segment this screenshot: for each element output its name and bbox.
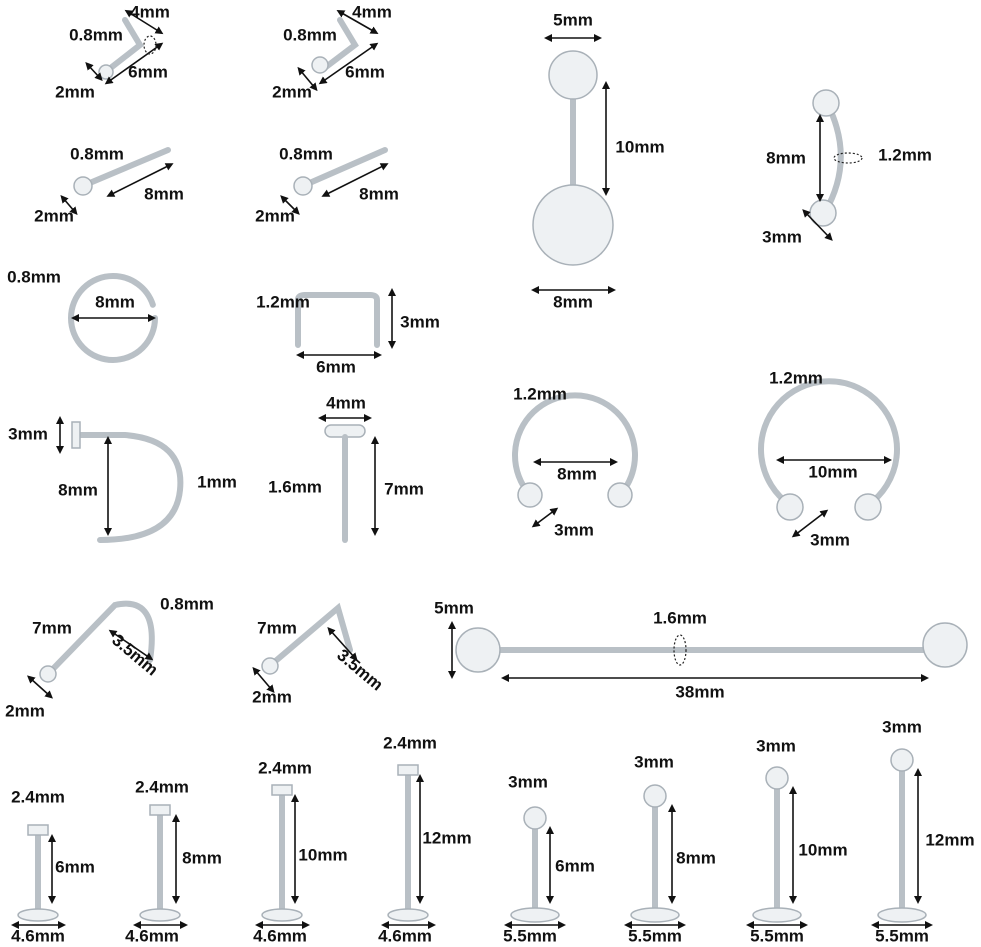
dimension-label: 2.4mm: [135, 777, 189, 797]
nose-l-bend-2-drawing: [252, 602, 358, 694]
dimension-label: 8mm: [676, 848, 716, 868]
dimension-label: 3mm: [762, 227, 802, 247]
dimension-label: 5.5mm: [875, 926, 929, 946]
dimension-label: 5.5mm: [750, 926, 804, 946]
dimension-label: 2mm: [255, 206, 295, 226]
dimension-label: 3mm: [554, 520, 594, 540]
curved-barbell-drawing: [802, 89, 863, 241]
dimension-label: 4.6mm: [11, 926, 65, 946]
nose-stud-l-2-drawing: [297, 10, 379, 92]
dimension-label: 2mm: [5, 701, 45, 721]
nose-stud-straight-2-drawing: [280, 147, 389, 215]
dimension-label: 12mm: [422, 828, 472, 848]
staple-drawing: [295, 288, 396, 359]
dimension-label: 6mm: [555, 856, 595, 876]
dimension-label: 0.8mm: [69, 25, 123, 45]
dimension-label: 3mm: [634, 752, 674, 772]
dimension-label: 4mm: [352, 2, 392, 22]
dimension-label: 8mm: [58, 480, 98, 500]
dimension-label: 6mm: [316, 357, 356, 377]
dimension-label: 5.5mm: [628, 926, 682, 946]
industrial-barbell-drawing: [448, 621, 968, 682]
dimension-label: 2.4mm: [11, 787, 65, 807]
dimension-label: 4.6mm: [125, 926, 179, 946]
dimension-label: 7mm: [257, 618, 297, 638]
dimension-label: 8mm: [144, 184, 184, 204]
dimension-label: 7mm: [384, 479, 424, 499]
dimension-label: 0.8mm: [160, 594, 214, 614]
dimension-label: 7mm: [32, 618, 72, 638]
dimension-label: 4mm: [130, 2, 170, 22]
dimension-label: 38mm: [675, 682, 725, 702]
nose-screw-drawing: [56, 416, 184, 543]
dimension-label: 2.4mm: [258, 758, 312, 778]
nose-l-bend-1-drawing: [27, 600, 155, 699]
dimension-label: 4.6mm: [253, 926, 307, 946]
dimension-label: 3mm: [810, 530, 850, 550]
dimension-label: 1.2mm: [769, 368, 823, 388]
dimension-label: 1.2mm: [878, 145, 932, 165]
dimension-label: 8mm: [95, 292, 135, 312]
flat-labret-drawing: [318, 414, 379, 543]
dimension-label: 8mm: [557, 464, 597, 484]
dimension-label: 5mm: [553, 10, 593, 30]
dimension-label: 2mm: [55, 82, 95, 102]
dimension-label: 1.2mm: [513, 384, 567, 404]
dimension-label: 3mm: [756, 736, 796, 756]
dimension-label: 3mm: [400, 312, 440, 332]
dimension-label: 1mm: [197, 472, 237, 492]
dimension-label: 8mm: [553, 292, 593, 312]
dimension-label: 12mm: [925, 830, 975, 850]
dimension-label: 2mm: [272, 82, 312, 102]
dimension-label: 3mm: [882, 717, 922, 737]
dimension-label: 5.5mm: [503, 926, 557, 946]
dimension-label: 3mm: [8, 424, 48, 444]
dimension-label: 2.4mm: [383, 733, 437, 753]
dimension-label: 10mm: [798, 840, 848, 860]
dimension-label: 8mm: [359, 184, 399, 204]
dimension-label: 3mm: [508, 772, 548, 792]
belly-ring-drawing: [531, 34, 616, 294]
dimension-label: 2mm: [252, 687, 292, 707]
dimension-label: 8mm: [182, 848, 222, 868]
dimension-label: 8mm: [766, 148, 806, 168]
dimension-label: 10mm: [298, 845, 348, 865]
dimension-label: 0.8mm: [7, 267, 61, 287]
nose-stud-straight-1-drawing: [60, 147, 174, 216]
dimension-label: 6mm: [345, 62, 385, 82]
hoop-ring-drawing: [68, 273, 158, 363]
dimension-label: 6mm: [128, 62, 168, 82]
dimension-label: 4.6mm: [378, 926, 432, 946]
dimension-label: 0.8mm: [70, 144, 124, 164]
dimension-label: 6mm: [55, 857, 95, 877]
horseshoe-large-drawing: [758, 378, 900, 538]
dimension-label: 0.8mm: [279, 144, 333, 164]
dimension-label: 1.6mm: [268, 477, 322, 497]
dimension-label: 1.2mm: [256, 292, 310, 312]
dimension-label: 10mm: [615, 137, 665, 157]
dimension-label: 1.6mm: [653, 608, 707, 628]
horseshoe-small-drawing: [512, 392, 638, 528]
dimension-label: 0.8mm: [283, 25, 337, 45]
labret-row-drawing: [11, 748, 933, 929]
nose-stud-l-1-drawing: [85, 9, 164, 85]
dimension-label: 4mm: [326, 393, 366, 413]
dimension-label: 10mm: [808, 462, 858, 482]
dimension-label: 2mm: [34, 206, 74, 226]
dimension-label: 5mm: [434, 598, 474, 618]
